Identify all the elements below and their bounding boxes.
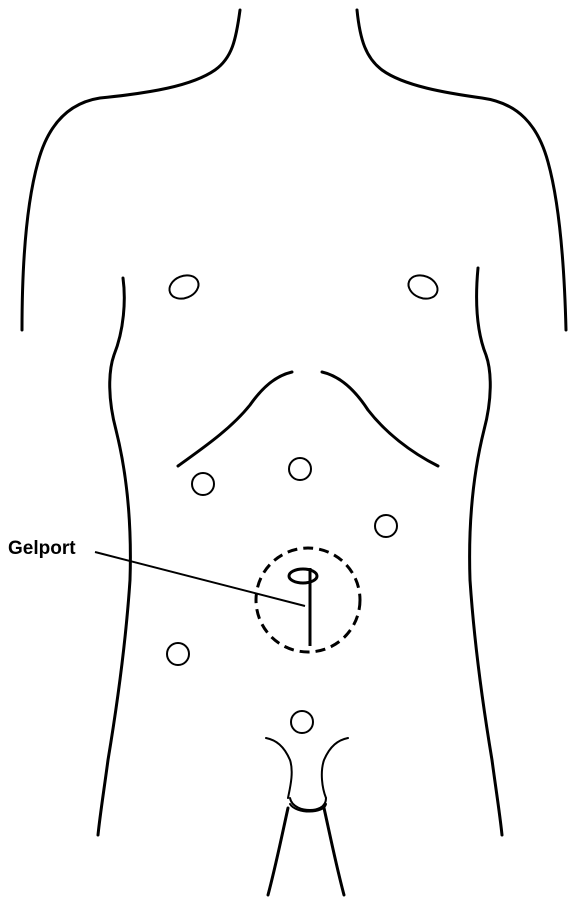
rib-cage-outline <box>178 372 292 466</box>
port-site <box>167 643 189 665</box>
callout-leader-line <box>95 552 305 606</box>
umbilicus <box>289 569 317 583</box>
port-site <box>192 473 214 495</box>
left-nipple <box>166 271 202 303</box>
right-flank-outline <box>470 268 502 835</box>
groin-outline <box>266 738 292 798</box>
gelport-dashed-circle <box>256 548 360 652</box>
right-neck-shoulder-arm-outline <box>357 10 566 330</box>
rib-cage-outline-right <box>322 372 438 466</box>
port-site <box>291 711 313 733</box>
left-leg-outline <box>268 808 288 895</box>
right-nipple <box>405 271 441 303</box>
left-neck-shoulder-arm-outline <box>22 10 240 330</box>
port-site <box>375 515 397 537</box>
gelport-label: Gelport <box>8 537 76 561</box>
groin-outline-right <box>322 738 348 798</box>
port-site <box>289 458 311 480</box>
right-leg-outline <box>324 808 344 895</box>
